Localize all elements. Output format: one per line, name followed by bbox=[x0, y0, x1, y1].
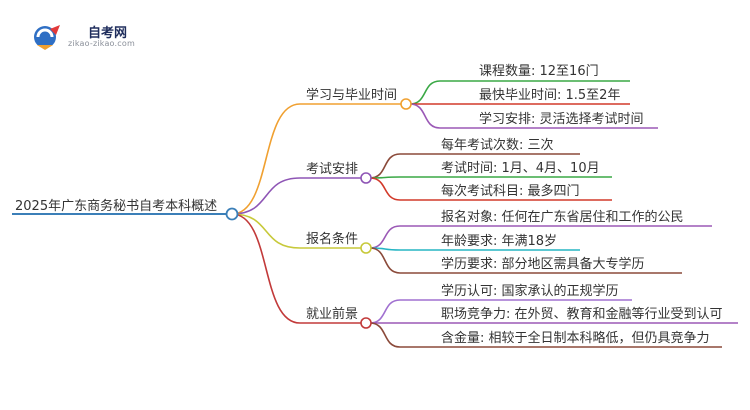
leaf-label: 考试时间: 1月、4月、10月 bbox=[441, 161, 600, 176]
leaf-label: 职场竞争力: 在外贸、教育和金融等行业受到认可 bbox=[441, 307, 723, 322]
branch-connector bbox=[231, 177, 301, 215]
logo-mark-icon bbox=[34, 25, 60, 50]
leaf-label: 学历认可: 国家承认的正规学历 bbox=[441, 284, 619, 299]
branch-connector bbox=[231, 213, 301, 324]
branch-node-circle bbox=[360, 242, 372, 254]
leaf-label: 每年考试次数: 三次 bbox=[441, 138, 554, 153]
root-node-circle bbox=[225, 207, 239, 221]
leaf-label: 报名对象: 任何在广东省居住和工作的公民 bbox=[441, 210, 684, 225]
leaf-connector bbox=[369, 299, 401, 324]
root-node-label: 2025年广东商务秘书自考本科概述 bbox=[15, 199, 218, 214]
leaf-connector bbox=[409, 80, 441, 105]
leaf-label: 学历要求: 部分地区需具备大专学历 bbox=[441, 257, 645, 272]
logo-title: 自考网 bbox=[88, 26, 128, 41]
leaf-connector bbox=[369, 153, 401, 179]
leaf-label: 课程数量: 12至16门 bbox=[479, 64, 599, 79]
branch-label-career: 就业前景 bbox=[306, 307, 359, 322]
branch-label-study: 学习与毕业时间 bbox=[306, 88, 398, 103]
leaf-label: 年龄要求: 年满18岁 bbox=[441, 234, 558, 249]
branch-label-enroll: 报名条件 bbox=[306, 232, 359, 247]
leaf-connector bbox=[409, 103, 441, 129]
site-logo[interactable]: 自考网 zikao-zikao.com bbox=[30, 20, 150, 54]
leaf-label: 学习安排: 灵活选择考试时间 bbox=[479, 112, 644, 127]
branch-node-circle bbox=[360, 317, 372, 329]
leaf-connector bbox=[369, 247, 401, 274]
branch-node-circle bbox=[360, 172, 372, 184]
branch-label-exam: 考试安排 bbox=[306, 162, 359, 177]
leaf-label: 含金量: 相较于全日制本科略低，但仍具竞争力 bbox=[441, 331, 710, 346]
leaf-connector bbox=[369, 322, 401, 348]
leaf-label: 最快毕业时间: 1.5至2年 bbox=[479, 88, 621, 103]
branch-connector bbox=[231, 103, 301, 215]
leaf-connector bbox=[369, 177, 401, 201]
logo-subtitle: zikao-zikao.com bbox=[68, 39, 135, 48]
leaf-connector bbox=[369, 225, 401, 249]
leaf-label: 每次考试科目: 最多四门 bbox=[441, 184, 580, 199]
branch-node-circle bbox=[400, 98, 412, 110]
branch-connector bbox=[231, 213, 301, 249]
